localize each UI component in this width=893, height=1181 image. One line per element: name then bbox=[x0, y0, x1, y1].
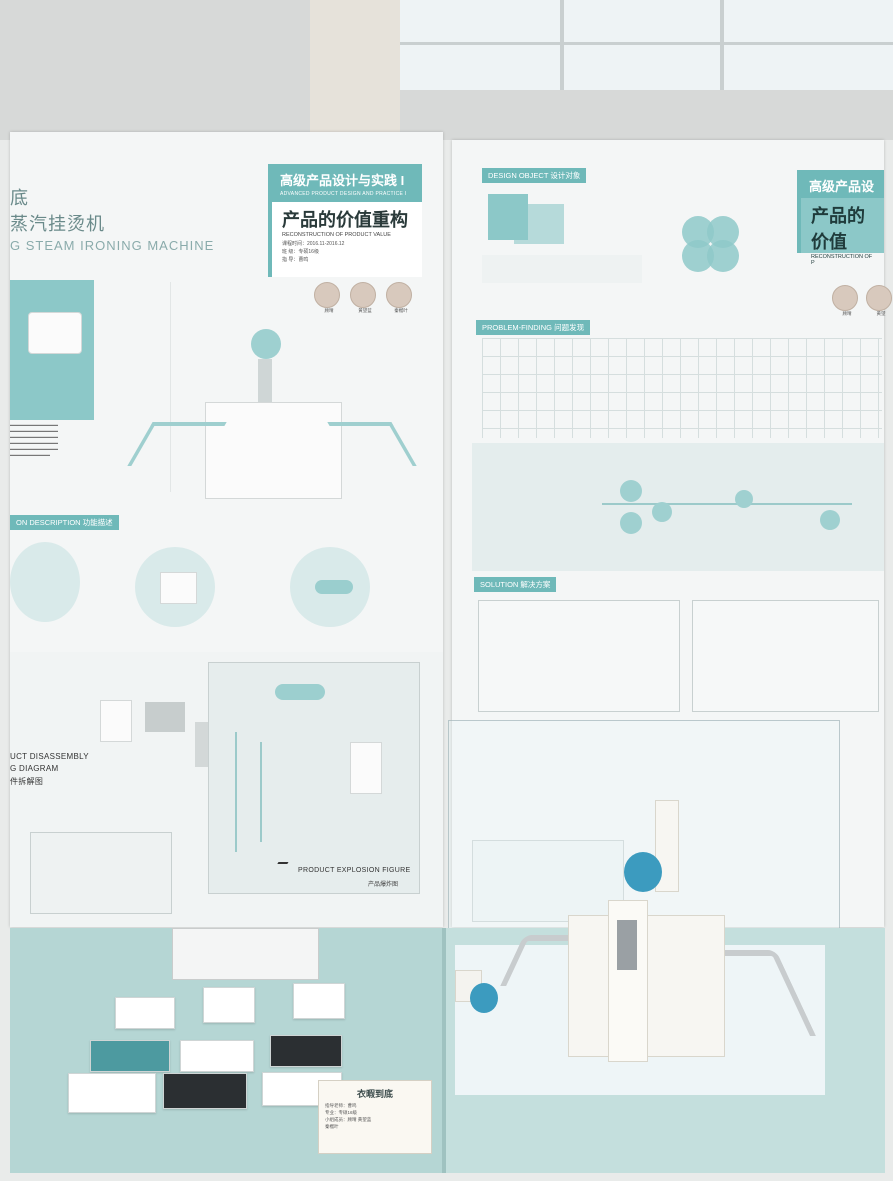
steamer-body-render bbox=[205, 402, 342, 499]
postcard-dark bbox=[270, 1035, 342, 1067]
info-line: 班 级：专硕16级 bbox=[282, 249, 319, 255]
subtitle-en: RECONSTRUCTION OF PRODUCT VALUE bbox=[282, 232, 391, 238]
subtitle-en: RECONSTRUCTION OF P bbox=[811, 254, 873, 266]
function-circle-1 bbox=[10, 542, 80, 622]
info-line: 课程时间：2016.11-2016.12 bbox=[282, 241, 345, 247]
disassembly-title-1: UCT DISASSEMBLY bbox=[10, 752, 89, 761]
postcard bbox=[180, 1040, 254, 1072]
left-poster-board: 底 蒸汽挂烫机 G STEAM IRONING MACHINE ▬▬▬▬▬▬▬▬… bbox=[10, 132, 443, 927]
process-node bbox=[620, 512, 642, 534]
process-diagram-panel bbox=[472, 443, 884, 571]
team-member: 黄望 bbox=[866, 285, 893, 317]
disassembly-title-2: G DIAGRAM bbox=[10, 764, 59, 773]
explosion-part bbox=[350, 742, 382, 794]
course-title-en: ADVANCED PRODUCT DESIGN AND PRACTICE I bbox=[280, 191, 407, 197]
description-text: ▬▬▬▬▬▬▬▬▬▬▬▬▬▬▬▬▬▬▬▬▬▬▬▬▬▬▬▬▬▬▬▬▬▬▬▬▬▬▬▬… bbox=[10, 422, 58, 457]
window bbox=[400, 0, 893, 90]
course-title-card: 高级产品设计与实践 I ADVANCED PRODUCT DESIGN AND … bbox=[268, 164, 422, 202]
process-node bbox=[735, 490, 753, 508]
product-name-cn-1: 底 bbox=[10, 188, 29, 208]
knob-render bbox=[251, 329, 281, 359]
disassembly-title-cn: 件拆解图 bbox=[10, 777, 44, 786]
product-lineup bbox=[482, 255, 642, 283]
team-member: 顾晴 bbox=[314, 282, 344, 314]
postcard-dark bbox=[163, 1073, 247, 1109]
stand-card-line: 秦榴叶 bbox=[325, 1124, 339, 1129]
avatar bbox=[386, 282, 412, 308]
process-line bbox=[602, 503, 852, 505]
subtitle-card: 产品的价值 RECONSTRUCTION OF P bbox=[797, 198, 884, 266]
team-member: 顾晴 bbox=[832, 285, 862, 317]
subtitle-cn: 产品的价值 bbox=[811, 206, 865, 252]
explosion-part bbox=[260, 742, 262, 842]
problem-chart bbox=[482, 338, 882, 438]
parts-sketch bbox=[30, 832, 172, 914]
stand-card-line: 指导老师：曹鸣 bbox=[325, 1103, 357, 1108]
info-line: 指 导：曹鸣 bbox=[282, 257, 309, 263]
venn-circle bbox=[707, 240, 739, 272]
process-node bbox=[820, 510, 840, 530]
explosion-caption-en: PRODUCT EXPLOSION FIGURE bbox=[298, 867, 411, 874]
process-node bbox=[652, 502, 672, 522]
team-member: 黄望蓝 bbox=[350, 282, 380, 314]
avatar bbox=[866, 285, 892, 311]
process-node bbox=[620, 480, 642, 502]
section-problem-finding: PROBLEM-FINDING 问题发现 bbox=[476, 320, 591, 335]
avatar bbox=[314, 282, 340, 308]
stand-card-title: 衣暇到底 bbox=[356, 1089, 393, 1099]
product-sketch-small bbox=[28, 312, 82, 354]
folded-booklet bbox=[172, 928, 319, 980]
section-function-description: ON DESCRIPTION 功能描述 bbox=[10, 515, 119, 530]
solution-sketches bbox=[478, 600, 680, 712]
subtitle-card: 产品的价值重构 RECONSTRUCTION OF PRODUCT VALUE … bbox=[268, 202, 422, 277]
product-name-cn-2: 蒸汽挂烫机 bbox=[10, 214, 105, 234]
solution-sketches bbox=[692, 600, 879, 712]
explosion-part bbox=[235, 732, 237, 852]
section-solution: SOLUTION 解决方案 bbox=[474, 577, 557, 592]
course-title-cn: 高级产品设计与实践 I bbox=[280, 173, 405, 188]
right-poster-board: DESIGN OBJECT 设计对象 高级产品设计 产品的价值 RECONSTR… bbox=[452, 140, 892, 927]
storyboard-panel bbox=[472, 840, 624, 922]
name-stand-card: 衣暇到底 指导老师：曹鸣 专业：专硕16级 小组成员：顾晴 黄望蓝 秦榴叶 bbox=[318, 1080, 432, 1154]
subtitle-cn: 产品的价值重构 bbox=[282, 210, 408, 230]
postcard bbox=[293, 983, 345, 1019]
stand-card-line: 专业：专硕16级 bbox=[325, 1110, 358, 1115]
table-divider bbox=[442, 928, 446, 1173]
explosion-figure-panel bbox=[208, 662, 420, 894]
avatar bbox=[832, 285, 858, 311]
postcard bbox=[115, 997, 175, 1029]
model-metal-joint bbox=[617, 920, 637, 970]
model-spare-knob bbox=[470, 983, 498, 1013]
function-render-2 bbox=[160, 572, 197, 604]
stand-card-line: 小组成员：顾晴 黄望蓝 bbox=[325, 1117, 372, 1122]
postcard bbox=[203, 987, 255, 1023]
function-render-3 bbox=[315, 580, 353, 594]
explosion-part bbox=[275, 684, 325, 700]
product-name-en: G STEAM IRONING MACHINE bbox=[10, 238, 215, 253]
section-design-object: DESIGN OBJECT 设计对象 bbox=[482, 168, 587, 183]
avatar bbox=[350, 282, 376, 308]
model-teal-knob bbox=[624, 852, 662, 892]
part-render bbox=[145, 702, 185, 732]
course-title-card: 高级产品设计 bbox=[797, 170, 884, 213]
design-object-image bbox=[514, 204, 564, 244]
part-render bbox=[100, 700, 132, 742]
explosion-caption-cn: 产品爆炸图 bbox=[368, 882, 399, 888]
pillar bbox=[310, 0, 400, 140]
team-member: 秦榴叶 bbox=[386, 282, 416, 314]
postcard bbox=[68, 1073, 156, 1113]
postcard-teal bbox=[90, 1040, 170, 1072]
room-backdrop bbox=[170, 282, 431, 492]
